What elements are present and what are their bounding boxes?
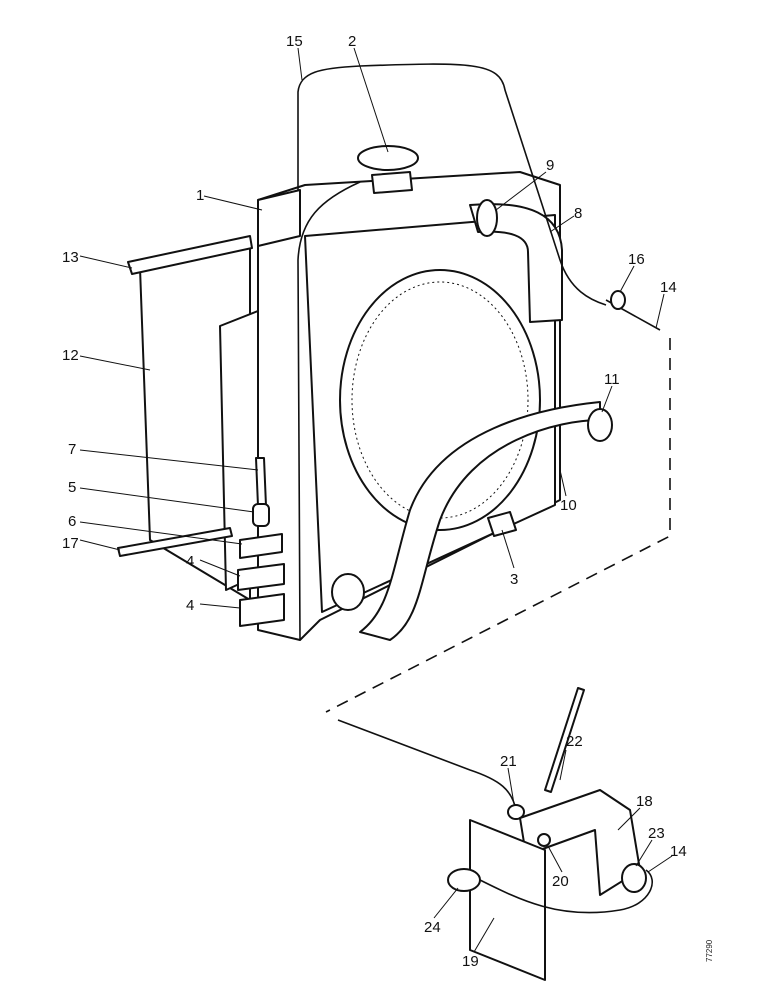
- top-bracket: [127, 235, 253, 275]
- leader-lines: [79, 47, 673, 953]
- leader-16: [619, 265, 635, 293]
- leader-13: [79, 255, 133, 269]
- leader-21: [507, 767, 515, 805]
- fan-shroud: [339, 269, 541, 531]
- leader-14a: [655, 293, 665, 329]
- callout-8: 8: [574, 205, 582, 222]
- leader-11: [601, 385, 613, 413]
- leader-19: [473, 917, 495, 953]
- cable-lower: [337, 719, 517, 811]
- bottom-outlet: [331, 573, 365, 611]
- callout-6: 6: [68, 513, 76, 530]
- leader-17: [79, 539, 121, 551]
- leader-9: [495, 171, 547, 211]
- leader-14b: [647, 855, 673, 873]
- callout-14a: 14: [660, 279, 677, 296]
- ring-terminal-24: [447, 868, 481, 892]
- header-tank: [257, 189, 301, 247]
- leader-4a: [199, 559, 241, 577]
- callout-4a: 4: [186, 553, 194, 570]
- callout-10: 10: [560, 497, 577, 514]
- leader-4b: [199, 603, 241, 609]
- radiator-cap: [357, 145, 419, 171]
- filler-neck: [371, 171, 413, 194]
- callout-23: 23: [648, 825, 665, 842]
- callout-7: 7: [68, 441, 76, 458]
- leader-7: [79, 449, 259, 471]
- reference-code: 77290: [705, 939, 714, 962]
- leader-6: [79, 521, 243, 545]
- bracket-19: [469, 819, 546, 981]
- callout-11: 11: [604, 371, 620, 388]
- rubber-pad-4b: [239, 593, 285, 627]
- screw-20: [537, 833, 551, 847]
- callout-5: 5: [68, 479, 76, 496]
- callout-19: 19: [462, 953, 479, 970]
- callout-17: 17: [62, 535, 79, 552]
- callout-21: 21: [500, 753, 517, 770]
- callout-12: 12: [62, 347, 79, 364]
- mount-bolt: [255, 457, 267, 507]
- sender-lead: [479, 869, 653, 914]
- leader-10: [559, 469, 567, 497]
- sender-unit: [621, 863, 647, 893]
- callout-22: 22: [566, 733, 583, 750]
- callout-2: 2: [348, 33, 356, 50]
- leader-12: [79, 355, 151, 371]
- leader-20: [547, 845, 563, 873]
- callout-1: 1: [196, 187, 204, 204]
- callout-13: 13: [62, 249, 79, 266]
- lower-rod: [117, 527, 233, 557]
- callout-24: 24: [424, 919, 441, 936]
- sender-clip-16: [610, 290, 626, 310]
- grommet-21: [507, 804, 525, 820]
- leader-2: [353, 47, 389, 153]
- leader-5: [79, 487, 255, 513]
- screw-22: [544, 687, 585, 793]
- stay-rod: [297, 63, 607, 306]
- cable-route: [325, 338, 671, 713]
- callout-18: 18: [636, 793, 653, 810]
- rubber-pad-4a: [237, 563, 285, 591]
- callout-9: 9: [546, 157, 554, 174]
- callout-16: 16: [628, 251, 645, 268]
- fan-core: [351, 281, 529, 519]
- leader-15: [297, 47, 303, 81]
- callout-20: 20: [552, 873, 569, 890]
- radiator-assembly: [117, 63, 613, 641]
- stay-rod-inner: [297, 181, 361, 641]
- callout-15: 15: [286, 33, 303, 50]
- callout-numbers: 15 2 9 1 8 13 16 14 12 11 7 5 10 6 17 3 …: [62, 33, 687, 970]
- rubber-pad-6: [239, 533, 283, 559]
- leader-18: [617, 807, 641, 831]
- spacer: [252, 503, 270, 527]
- callout-4b: 4: [186, 597, 194, 614]
- leader-8: [549, 215, 575, 233]
- leader-1: [203, 195, 263, 211]
- temperature-sender-cable: [325, 290, 671, 981]
- drain-tap: [487, 511, 517, 537]
- leader-22: [559, 749, 567, 781]
- callout-3: 3: [510, 571, 518, 588]
- hose-clip-top: [476, 199, 498, 237]
- leader-3: [501, 529, 515, 569]
- leader-23: [635, 839, 653, 867]
- hose-clip-bottom: [587, 408, 613, 442]
- leader-24: [433, 887, 459, 919]
- top-hose: [469, 203, 563, 323]
- callout-14b: 14: [670, 843, 687, 860]
- bottom-hose: [359, 401, 601, 641]
